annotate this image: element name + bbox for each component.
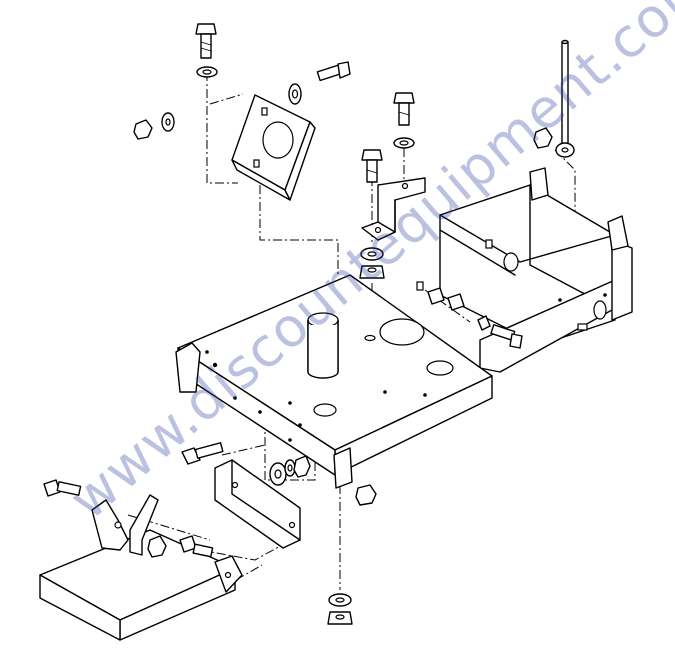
angle-bracket — [361, 177, 426, 241]
bolt-angle-right — [393, 92, 415, 149]
rear-frame — [416, 167, 633, 373]
rod-top-right — [533, 39, 575, 158]
bolt-guard-left — [43, 479, 82, 497]
washer-nut-stack — [359, 247, 385, 279]
bolt-angle-left — [361, 149, 383, 183]
nut-deck-right — [355, 484, 377, 506]
nut-washer-left — [133, 112, 175, 140]
motor-bracket — [231, 94, 316, 201]
front-guard — [39, 494, 243, 641]
fasteners — [43, 23, 575, 625]
deck-plate — [175, 274, 493, 489]
bolt-guard-right — [147, 535, 214, 558]
side-plate — [214, 459, 301, 549]
bolt-upper-horizontal — [288, 61, 351, 105]
bolt-side — [181, 442, 224, 465]
clips-middle — [427, 287, 523, 349]
washers-side — [269, 455, 311, 486]
bottom-washer-nut — [327, 593, 353, 625]
bolt-top-left — [195, 23, 218, 78]
